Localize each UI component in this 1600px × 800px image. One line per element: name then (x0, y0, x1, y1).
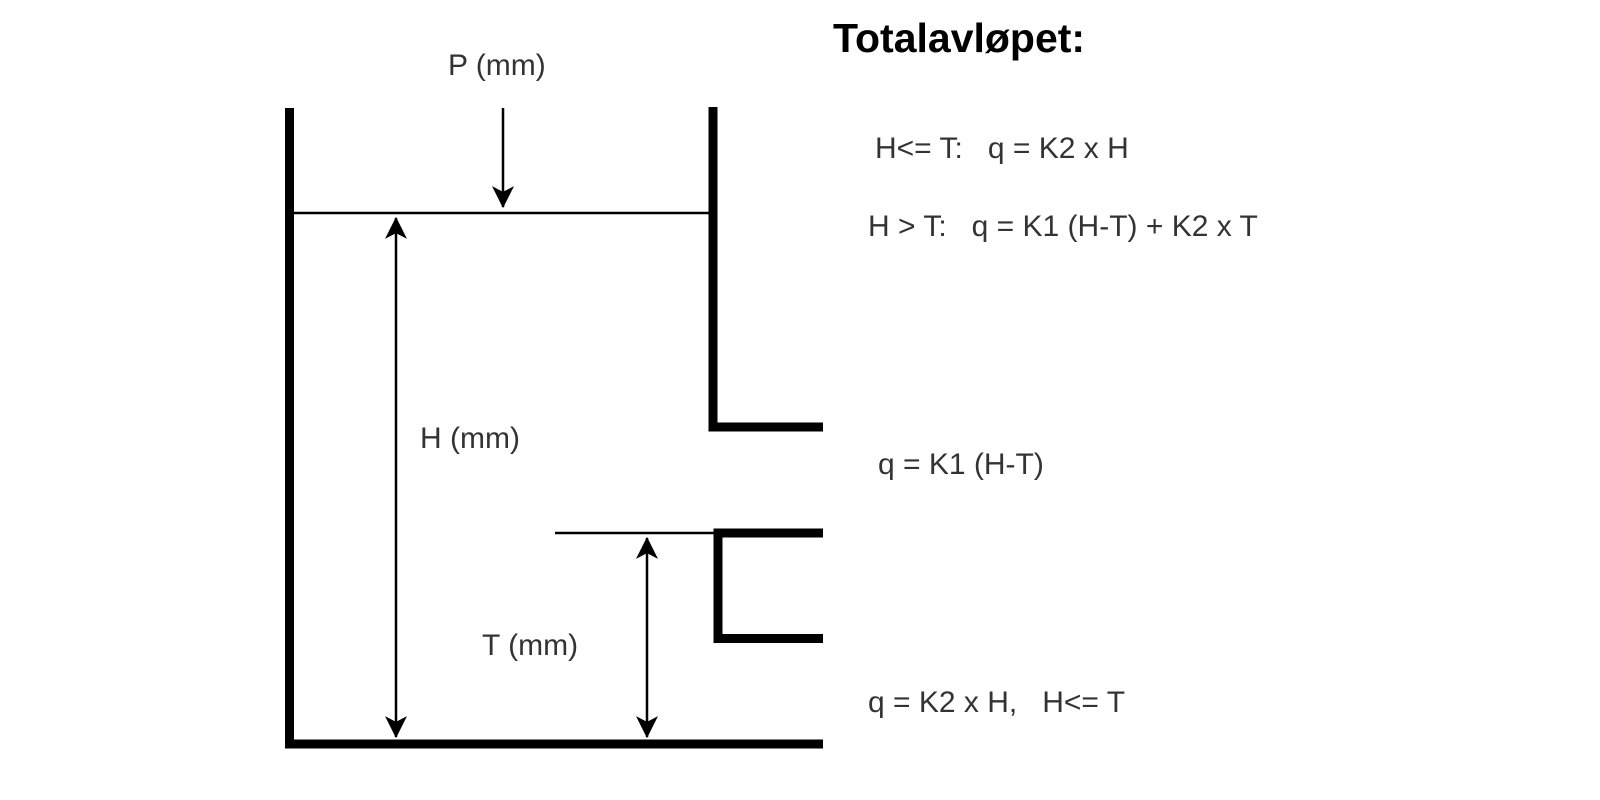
lower-outlet-equation: q = K2 x H, H<= T (868, 686, 1126, 719)
total-runoff-title: Totalavløpet: (833, 15, 1086, 61)
water-level-label: H (mm) (420, 422, 520, 455)
equation-case-above-threshold: H > T: q = K1 (H-T) + K2 x T (868, 210, 1258, 243)
equation-case-below-threshold: H<= T: q = K2 x H (875, 132, 1129, 165)
threshold-label: T (mm) (482, 629, 579, 662)
precipitation-label: P (mm) (448, 49, 546, 82)
upper-outlet-equation: q = K1 (H-T) (878, 448, 1044, 481)
